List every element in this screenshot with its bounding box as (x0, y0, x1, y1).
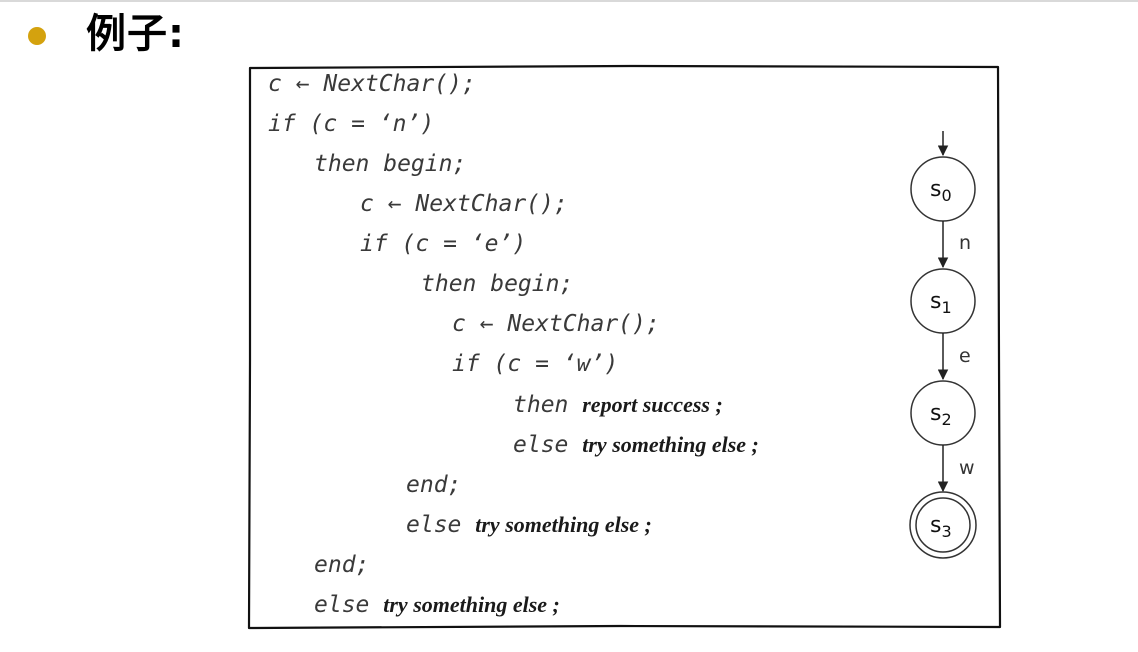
code-line: then begin; (314, 149, 466, 179)
code-line: c ← NextChar(); (360, 189, 568, 219)
state-subscript: 3 (941, 522, 951, 541)
state-s3-accepting: s3 (909, 491, 977, 559)
code-line: end; (406, 470, 461, 500)
code-prose-text: try something else ; (383, 592, 560, 617)
code-keyword-text: if (c = ‘e’) (360, 231, 527, 257)
code-line: else try something else ; (314, 590, 560, 620)
state-subscript: 0 (941, 186, 951, 205)
code-line: c ← NextChar(); (268, 69, 476, 99)
code-line: if (c = ‘w’) (452, 349, 618, 379)
code-prose-text: try something else ; (582, 432, 759, 457)
code-line: end; (314, 550, 369, 580)
state-s0: s0 (910, 156, 976, 222)
state-name: s (930, 289, 941, 314)
code-line: then report success ; (513, 390, 723, 420)
transition-label: w (959, 457, 975, 479)
code-keyword-text: c ← NextChar(); (360, 191, 568, 217)
code-prose-text: try something else ; (475, 512, 652, 537)
code-keyword-text: else (406, 512, 476, 538)
code-line: else try something else ; (406, 510, 652, 540)
svg-text:s2: s2 (930, 401, 952, 429)
code-keyword-text: else (513, 432, 583, 458)
code-prose-text: report success ; (582, 392, 723, 417)
svg-text:s1: s1 (930, 289, 952, 317)
code-keyword-text: then (513, 392, 583, 418)
state-name: s (930, 513, 941, 538)
code-line: else try something else ; (513, 430, 759, 460)
state-machine-diagram: s0 n s1 e s2 w s3 (909, 131, 977, 559)
slide-heading: 例子: (86, 11, 185, 57)
code-keyword-text: end; (406, 472, 462, 498)
state-s1: s1 (910, 268, 976, 334)
svg-text:s0: s0 (930, 177, 952, 205)
code-line: then begin; (421, 269, 573, 299)
code-keyword-text: else (314, 592, 384, 618)
state-name: s (930, 177, 941, 202)
code-line: if (c = ‘n’) (268, 109, 434, 139)
code-line: c ← NextChar(); (452, 309, 660, 339)
code-keyword-text: if (c = ‘w’) (452, 351, 619, 377)
code-keyword-text: c ← NextChar(); (452, 311, 660, 337)
transition-label: n (959, 232, 971, 254)
code-keyword-text: then begin; (314, 151, 467, 177)
code-line: if (c = ‘e’) (360, 229, 526, 259)
code-keyword-text: if (c = ‘n’) (268, 111, 435, 137)
svg-text:s3: s3 (930, 513, 952, 541)
code-frame (247, 64, 1002, 630)
top-rule (0, 0, 1138, 2)
state-subscript: 1 (941, 298, 951, 317)
code-keyword-text: then begin; (421, 271, 574, 297)
state-s2: s2 (910, 380, 976, 446)
code-keyword-text: end; (314, 552, 370, 578)
transition-label: e (959, 345, 971, 367)
state-subscript: 2 (941, 410, 951, 429)
state-name: s (930, 401, 941, 426)
bullet-dot (28, 27, 46, 45)
code-keyword-text: c ← NextChar(); (268, 71, 476, 97)
